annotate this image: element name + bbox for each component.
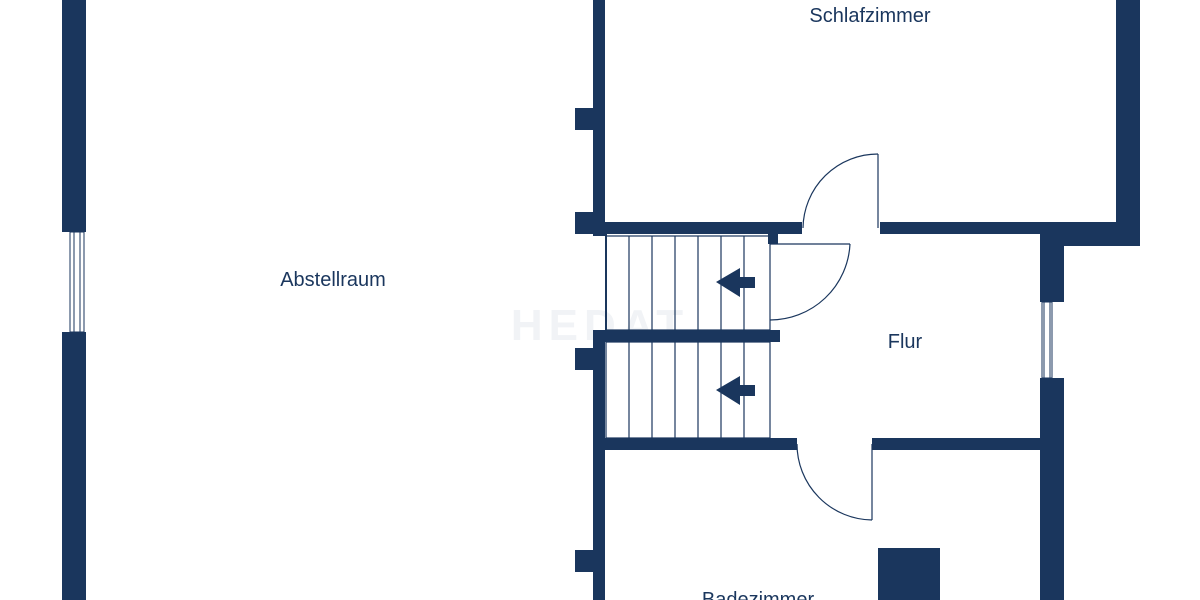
wall-bath-top-right <box>872 438 1042 450</box>
staircase-lower <box>605 341 771 439</box>
wall-center-upper <box>593 0 605 236</box>
room-label-flur: Flur <box>888 331 923 353</box>
wall-left-lower <box>62 332 86 600</box>
door-swing-icon <box>796 443 873 521</box>
wall-bedroom-bottom-extend <box>1040 234 1140 246</box>
wall-stair-mid <box>600 330 780 342</box>
room-label-schlafzimmer: Schlafzimmer <box>809 5 930 27</box>
window-icon <box>69 231 85 333</box>
door-swing-icon <box>769 243 851 321</box>
wall-bedroom-bottom-right <box>880 222 1140 234</box>
windows <box>69 231 1053 379</box>
chimney-shaft <box>878 548 940 600</box>
wall-stub-1 <box>575 108 595 130</box>
wall-stub-4 <box>575 550 595 572</box>
wall-bedroom-bottom-left <box>605 222 802 234</box>
staircase-upper <box>605 235 771 331</box>
wall-bedroom-right <box>1116 0 1140 246</box>
walls <box>62 0 1140 600</box>
wall-stub-2 <box>575 212 595 234</box>
room-label-badezimmer: Badezimmer <box>702 589 815 600</box>
wall-center-mid <box>593 330 605 450</box>
wall-stub-3 <box>575 348 595 370</box>
doors <box>769 153 879 521</box>
room-label-abstellraum: Abstellraum <box>280 269 386 291</box>
door-swing-icon <box>802 153 879 229</box>
arrow-left-icon <box>716 268 755 297</box>
arrow-left-icon <box>716 376 755 405</box>
wall-flur-right-upper <box>1040 234 1064 302</box>
wall-bath-top-left <box>605 438 797 450</box>
wall-stair-right-upper <box>768 234 778 244</box>
wall-flur-right-lower <box>1040 378 1064 600</box>
wall-left-upper <box>62 0 86 232</box>
window-icon <box>1041 301 1053 379</box>
wall-center-lower <box>593 450 605 600</box>
